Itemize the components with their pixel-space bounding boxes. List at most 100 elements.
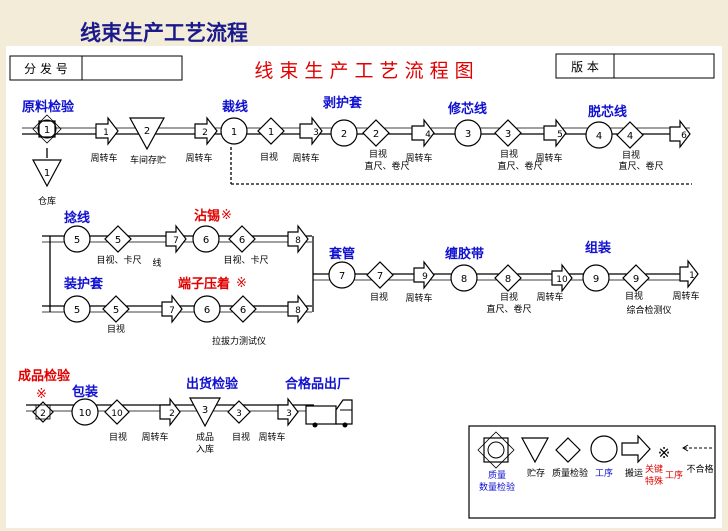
process-packing: 10 [71,398,99,426]
station-tin-dip: 沾锡 [194,208,220,224]
step-number: 3 [313,128,319,138]
document-title: 线束生产工艺流程 [80,21,248,45]
step-number: 4 [596,131,602,142]
turnover-cart-label: 周转车 [405,292,432,304]
step-number: 1 [231,127,237,138]
step-number: 6 [240,305,246,316]
transport-arrow: 3 [299,116,323,146]
station-strip-core: 脱芯线 [588,104,627,120]
station-assembly: 组装 [585,240,611,256]
step-number: 6 [203,235,209,246]
step-number: 8 [461,274,467,285]
legend-key-label-3: 工序 [665,469,683,481]
legend-process-icon [590,435,618,463]
ruler-label: 直尺、卷尺 [364,160,409,172]
warehouse-storage-symbol: 1 [31,159,63,188]
visual-ruler-label: 目视、卡尺 [96,254,141,266]
turnover-cart-label: 周转车 [405,152,432,164]
version-box [555,53,715,79]
ruler-label: 直尺、卷尺 [486,303,531,315]
turnover-cart-label: 周转车 [292,152,319,164]
process-cutting: 1 [220,117,248,145]
visual-label: 目视 [232,431,250,443]
transport-arrow: 9 [413,260,435,290]
header-bar: 分 发 号 线 束 生 产 工 艺 流 程 图 版 本 [9,53,715,82]
step-number: 7 [169,306,175,316]
visual-ruler-label: 目视、卡尺 [223,254,268,266]
visual-label: 目视 [107,323,125,335]
quality-check-diamond: 9 [622,264,650,292]
legend-transport-icon [621,434,651,464]
step-number: 4 [627,131,633,142]
process-crimp: 6 [193,295,221,323]
station-ship-inspection: 出货检验 [186,376,239,392]
legend-transport-label: 搬运 [625,467,643,479]
turnover-cart-label: 周转车 [535,152,562,164]
into-storage-label: 入库 [196,443,214,455]
warehouse-label: 仓库 [38,195,56,207]
process-assembly: 9 [582,264,610,292]
step-number: 6 [204,305,210,316]
step-number: 8 [295,306,301,316]
step-number: 8 [295,236,301,246]
step-number: 10 [556,275,568,285]
legend-quality-check-label: 质量检验 [552,467,588,479]
ruler-label: 直尺、卷尺 [618,160,663,172]
visual-label: 目视 [370,291,388,303]
legend-key-label-1: 关键 [645,463,663,475]
transport-arrow: 5 [543,118,567,148]
quality-check-diamond: 5 [104,225,132,253]
step-number: 3 [505,129,511,140]
legend-process-label: 工序 [595,467,613,479]
step-number: 7 [339,271,345,282]
legend-storage-icon [520,437,550,464]
step-number: 3 [286,409,292,419]
process-trim-core: 3 [454,119,482,147]
process-install-jacket: 5 [63,295,91,323]
version-label: 版 本 [571,60,599,74]
step-number: 10 [79,408,92,419]
pull-tester-label: 拉拔力测试仪 [212,335,266,347]
turnover-cart-label: 周转车 [258,431,285,443]
process-tin-dip: 6 [192,225,220,253]
flowchart-main-title: 线 束 生 产 工 艺 流 程 图 [254,60,473,82]
transport-arrow: 1 [679,259,699,289]
delivery-truck-icon [305,399,353,428]
ruler-label: 直尺、卷尺 [497,160,542,172]
station-strip-jacket: 剥护套 [323,95,363,111]
key-process-mark: ※ [36,387,47,402]
quality-check-diamond: 2 [32,401,54,423]
station-twist: 捻线 [64,210,90,226]
visual-label: 目视 [500,148,518,160]
station-final-inspection: 成品检验 [18,368,71,384]
quality-check-diamond: 10 [104,399,130,425]
transport-arrow: 2 [159,397,181,427]
visual-label: 目视 [625,290,643,302]
step-number: 6 [239,235,245,246]
step-number: 5 [74,235,80,246]
station-tape-wrap: 缠胶带 [445,246,484,262]
step-number: 10 [111,409,123,419]
legend-qty-quality-label-2: 数量检验 [479,481,515,493]
transport-arrow: 8 [287,294,309,324]
step-number: 2 [202,128,208,138]
step-number: 7 [377,271,383,282]
station-packing: 包装 [72,384,98,400]
legend-box: 质量 数量检验 贮存 质量检验 工序 搬运 ※ 关键 特殊 工序 不合格 [468,425,716,519]
quality-check-diamond: 8 [494,264,522,292]
process-sleeve: 7 [328,261,356,289]
turnover-cart-label: 周转车 [672,290,699,302]
step-number: 7 [173,236,179,246]
visual-label: 目视 [500,291,518,303]
step-number: 2 [40,409,46,419]
order-number-box [9,55,183,81]
transport-arrow: 8 [287,224,309,254]
turnover-cart-label: 周转车 [536,291,563,303]
step-number: 5 [74,305,80,316]
visual-label: 目视 [369,148,387,160]
legend-quality-check-icon [555,437,581,463]
station-crimp: 端子压着 [178,276,230,292]
legend-key-label-2: 特殊 [645,475,663,487]
wire-label: 线 [152,257,161,269]
